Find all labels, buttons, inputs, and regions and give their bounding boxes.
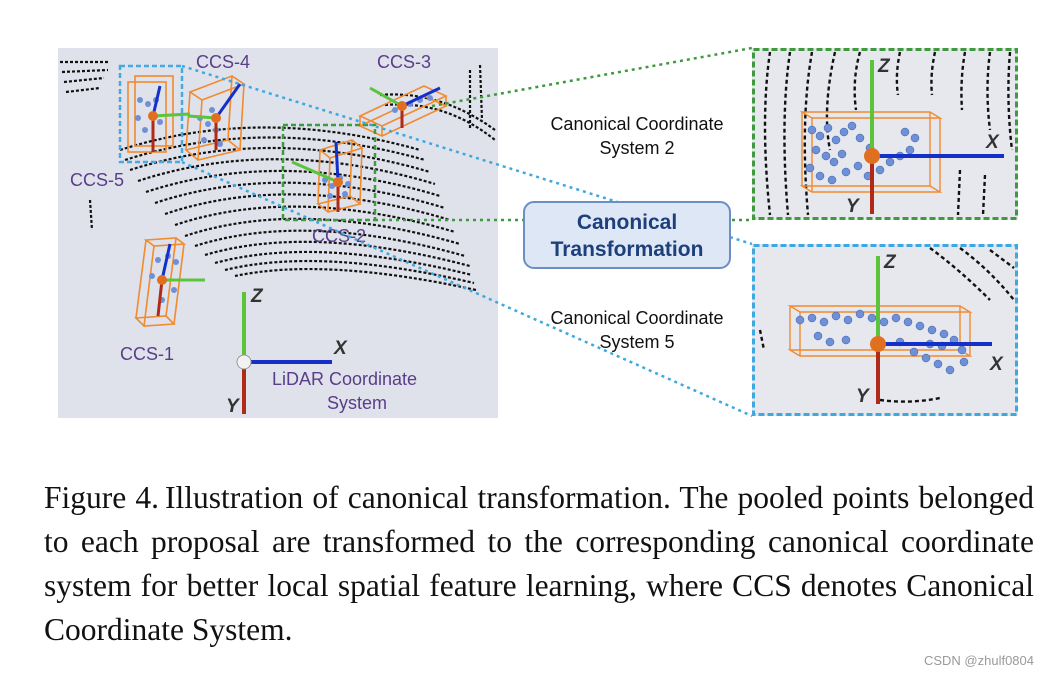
caption-text: Illustration of canonical transformation…	[44, 480, 1034, 647]
ccs5-inset-label-line1: Canonical Coordinate	[550, 308, 723, 328]
ccs2-axis-y-label: Y	[846, 196, 861, 217]
lidar-axis-y-label: Y	[226, 396, 241, 417]
figure-canonical-transformation: CCS-4 CCS-3 CCS-5 CCS-2 CCS-1 Z X Y LiDA…	[58, 46, 1018, 418]
transform-label-line2: Transformation	[551, 238, 704, 261]
caption-figure-number: Figure 4.	[44, 480, 159, 515]
lidar-axis-z-label: Z	[250, 286, 264, 307]
lidar-axes	[236, 292, 332, 414]
ccs2-axis-z-label: Z	[877, 56, 891, 77]
proposal-box-ccs1	[134, 237, 187, 327]
inset-ccs2	[752, 48, 1018, 220]
transform-label-line1: Canonical	[577, 211, 677, 234]
watermark: CSDN @zhulf0804	[923, 653, 1034, 668]
ccs5-axis-z-label: Z	[883, 252, 897, 273]
ccs2-inset-label-line1: Canonical Coordinate	[550, 114, 723, 134]
proposal-box-ccs2	[316, 139, 364, 213]
lidar-system-label-line2: System	[327, 393, 387, 413]
ccs2-axis-x-label: X	[985, 132, 1000, 153]
ccs-label-3: CCS-3	[377, 52, 431, 72]
ccs-label-4: CCS-4	[196, 52, 250, 72]
ccs-label-1: CCS-1	[120, 344, 174, 364]
proposal-box-ccs4	[184, 75, 246, 161]
ccs5-inset-label-line2: System 5	[599, 332, 674, 352]
ccs-label-5: CCS-5	[70, 170, 124, 190]
lidar-scan-lines	[60, 60, 496, 292]
lidar-axis-x-label: X	[333, 338, 348, 359]
ccs5-axis-y-label: Y	[856, 386, 871, 407]
figure-caption: Figure 4.Illustration of canonical trans…	[44, 476, 1034, 652]
lidar-scene-panel	[58, 48, 498, 418]
ccs2-inset-label-line2: System 2	[599, 138, 674, 158]
ccs-label-2: CCS-2	[312, 226, 366, 246]
lidar-system-label-line1: LiDAR Coordinate	[272, 369, 417, 389]
inset-ccs5	[752, 244, 1018, 416]
canonical-transformation-box: Canonical Transformation	[523, 201, 731, 269]
ccs5-axis-x-label: X	[989, 354, 1004, 375]
